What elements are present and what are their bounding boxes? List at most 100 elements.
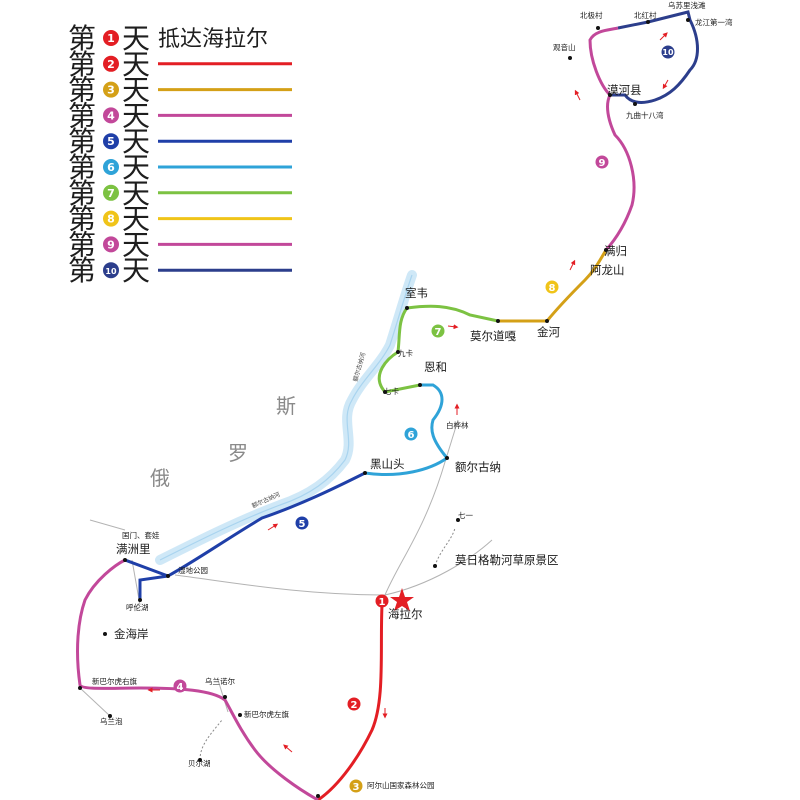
svg-text:5: 5 [299,519,306,530]
place-alongshan: 阿龙山 [590,263,625,277]
country-char-2: 罗 [228,441,248,465]
legend-day-suffix: 天 [122,177,150,210]
place-shidi: 湿地公园 [178,565,208,575]
legend-day-badge [103,107,119,124]
legend-day-suffix: 天 [122,22,150,55]
hailar-star-icon [390,588,414,611]
place-guomen: 国门、套娃 [122,530,160,540]
place-xinbaerhu-you: 新巴尔虎右旗 [92,676,137,686]
legend-day-badge [103,30,119,46]
legend-day-number: 9 [107,238,115,251]
route-day6 [364,383,450,477]
legend-day-number: 1 [107,32,115,45]
place-guanyin: 观音山 [553,42,576,52]
svg-text:9: 9 [599,158,606,169]
place-hulunhu: 呼伦湖 [126,602,149,612]
legend-day-prefix: 第 [68,74,96,107]
place-longjiang: 龙江第一湾 [695,17,733,27]
route-day7 [377,304,499,394]
map-badge-10 [661,45,675,59]
roads [79,419,493,717]
svg-text:6: 6 [408,430,415,441]
legend-day-prefix: 第 [68,22,96,55]
map-badge-5 [295,516,309,530]
map-badge-6 [404,427,418,441]
svg-text:4: 4 [177,682,184,693]
map-badge-3 [349,779,363,793]
map-badge-7 [431,324,445,338]
place-hailaer: 海拉尔 [388,607,423,621]
legend-day-number: 5 [107,135,115,148]
place-shiwei: 室韦 [405,286,428,300]
legend-day-suffix: 天 [122,99,150,132]
legend-day-prefix: 第 [68,203,96,236]
svg-text:3: 3 [353,782,360,793]
map-badge-4 [173,679,187,693]
place-xinbaerhu-zuo: 新巴尔虎左旗 [244,709,289,719]
legend-day-prefix: 第 [68,99,96,132]
place-qika: 七卡 [384,386,399,396]
svg-text:1: 1 [379,597,386,608]
route-day8 [498,249,608,323]
place-baishan: 白桦林 [446,420,469,430]
legend-day-prefix: 第 [68,48,96,81]
legend-day-badge [103,133,119,150]
legend-day-suffix: 天 [122,228,150,261]
place-heishantou: 黑山头 [370,457,405,471]
place-enhe: 恩和 [424,360,447,374]
place-wulanpaozi: 乌兰泡 [100,716,123,726]
legend-day-prefix: 第 [68,254,96,287]
legend-day-number: 3 [107,84,115,97]
legend-day-badge [103,159,119,175]
svg-text:7: 7 [435,327,442,338]
legend-day-suffix: 天 [122,254,150,287]
place-wuerxun: 阿尔山国家森林公园 [367,780,435,790]
dotted-roads [199,527,456,761]
legend-day-badge [103,55,119,72]
legend-day-badge [103,210,119,227]
place-morigele: 莫日格勒河草原景区 [455,553,559,567]
legend-day-suffix: 天 [122,48,150,81]
route-day5-spur [138,574,169,600]
route-day10 [610,10,699,104]
place-moer: 莫尔道嘎 [470,329,516,343]
legend-day-prefix: 第 [68,151,96,184]
direction-arrows [147,32,669,753]
route-day2 [317,604,384,800]
place-mangui: 满归 [604,244,627,258]
svg-text:10: 10 [662,48,674,57]
svg-text:8: 8 [549,283,556,294]
legend-day-number: 10 [105,267,117,276]
place-erguna: 额尔古纳 [455,460,501,474]
legend-row-day-10: 第 10 天 [68,254,292,287]
map-badge-9 [595,155,609,169]
place-qiyi: 七一 [458,511,473,520]
country-char-3: 斯 [276,394,296,418]
place-jiuqu: 九曲十八湾 [626,110,664,120]
country-char-1: 俄 [150,466,170,490]
legend-day-prefix: 第 [68,228,96,261]
map-badge-8 [545,280,559,294]
place-dots [78,18,690,798]
place-beihong: 北红村 [634,10,657,20]
legend-day-number: 6 [107,161,115,174]
route-day4 [76,558,319,800]
place-jinhe: 金河 [537,325,560,339]
place-jiuka: 九卡 [398,348,413,358]
map-badge-1 [375,594,389,608]
map-day-badges: 1 2 3 4 5 6 7 8 9 10 [173,45,675,793]
place-jinhaian: 金海岸 [114,627,149,641]
legend-day-badge [103,81,119,98]
legend-day-suffix: 天 [122,203,150,236]
legend-day1-text: 抵达海拉尔 [158,27,268,52]
legend-day-prefix: 第 [68,125,96,158]
place-wulan: 乌兰诺尔 [205,676,235,686]
legend-day-number: 7 [107,187,115,200]
legend-day-badge [103,236,119,253]
